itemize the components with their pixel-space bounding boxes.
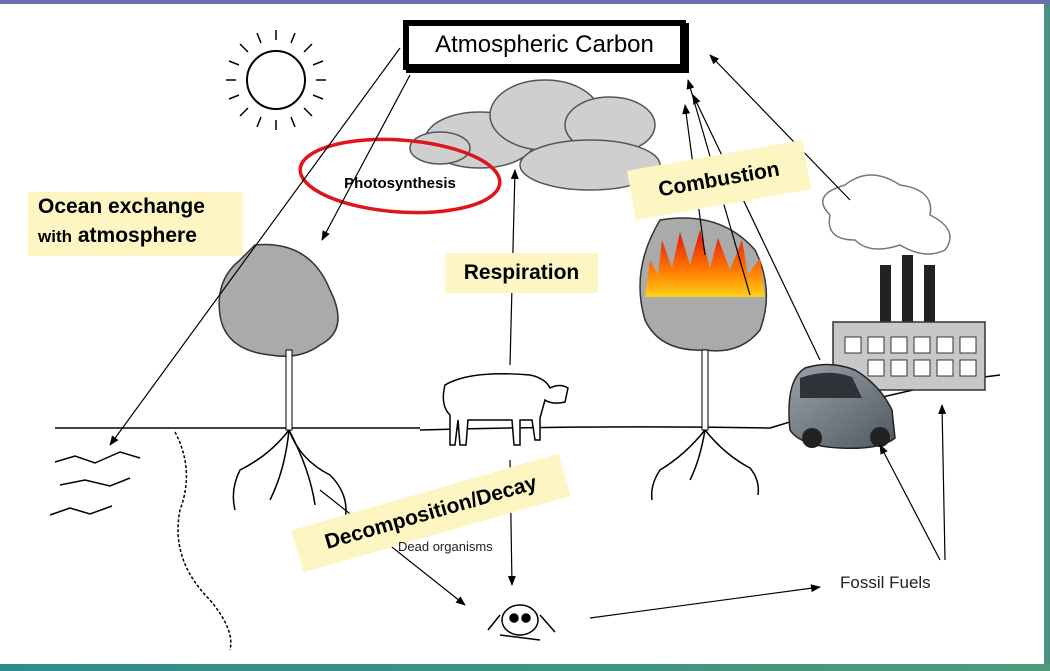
- ground-line: [55, 374, 1001, 651]
- ocean-exchange-with: with: [38, 227, 72, 246]
- flow-arrows: [109, 47, 947, 619]
- sun-icon: [226, 30, 326, 130]
- ocean-waves-icon: [49, 451, 141, 516]
- skull-icon: [487, 604, 556, 641]
- atmospheric-carbon-title: Atmospheric Carbon: [403, 20, 686, 70]
- ocean-exchange-atmosphere: atmosphere: [77, 224, 197, 247]
- car-icon: [788, 363, 896, 450]
- cloud-icon: [409, 79, 661, 191]
- factory-icon: [821, 174, 986, 391]
- burning-tree-icon: [639, 217, 768, 501]
- top-accent-bar: [0, 0, 1050, 4]
- tree-icon: [218, 243, 347, 521]
- fossil-fuels-label: Fossil Fuels: [840, 573, 931, 592]
- dead-organisms-label: Dead organisms: [398, 539, 493, 554]
- photosynthesis-highlight: [298, 137, 502, 215]
- respiration-label: Respiration: [445, 253, 598, 293]
- ocean-exchange-line1: Ocean exchange: [38, 195, 205, 218]
- bottom-accent-bar: [0, 664, 1050, 671]
- right-accent-edge: [1044, 4, 1050, 664]
- ocean-exchange-label: Ocean exchange with atmosphere: [28, 192, 243, 256]
- photosynthesis-label: Photosynthesis: [344, 174, 456, 192]
- cow-icon: [442, 373, 569, 446]
